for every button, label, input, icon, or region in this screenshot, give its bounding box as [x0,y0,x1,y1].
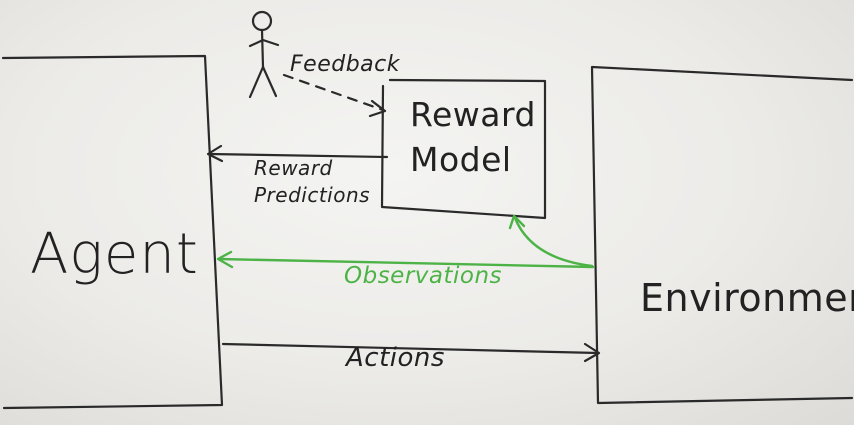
observations-label: Observations [344,263,503,289]
environment-box [590,65,854,405]
reward-model-label-line1: Reward [410,95,536,134]
reward-predictions-label-line1: Reward [254,156,333,180]
feedback-arrow-line [282,73,385,112]
actions-arrow-line [221,342,600,355]
observations-arrowhead [216,250,234,269]
feedback-label: Feedback [290,52,400,77]
human-figure [248,10,280,99]
actions-arrowhead [583,342,601,363]
observations-to-rm-curve [513,216,594,268]
reward-predictions-arrow-line [207,152,389,159]
reward-predictions-label-line2: Predictions [254,183,371,207]
actions-label: Actions [346,343,445,373]
reward-model-label-line2: Model [410,140,512,179]
environment-label: Environment [640,276,854,320]
agent-label: Agent [30,222,199,287]
reward-predictions-arrowhead [206,144,224,163]
reward-model-box [380,78,547,220]
agent-box [1,54,224,410]
feedback-arrowhead [368,99,387,118]
observations-to-rm-arrowhead [508,214,526,230]
observations-arrow-line [217,257,595,269]
